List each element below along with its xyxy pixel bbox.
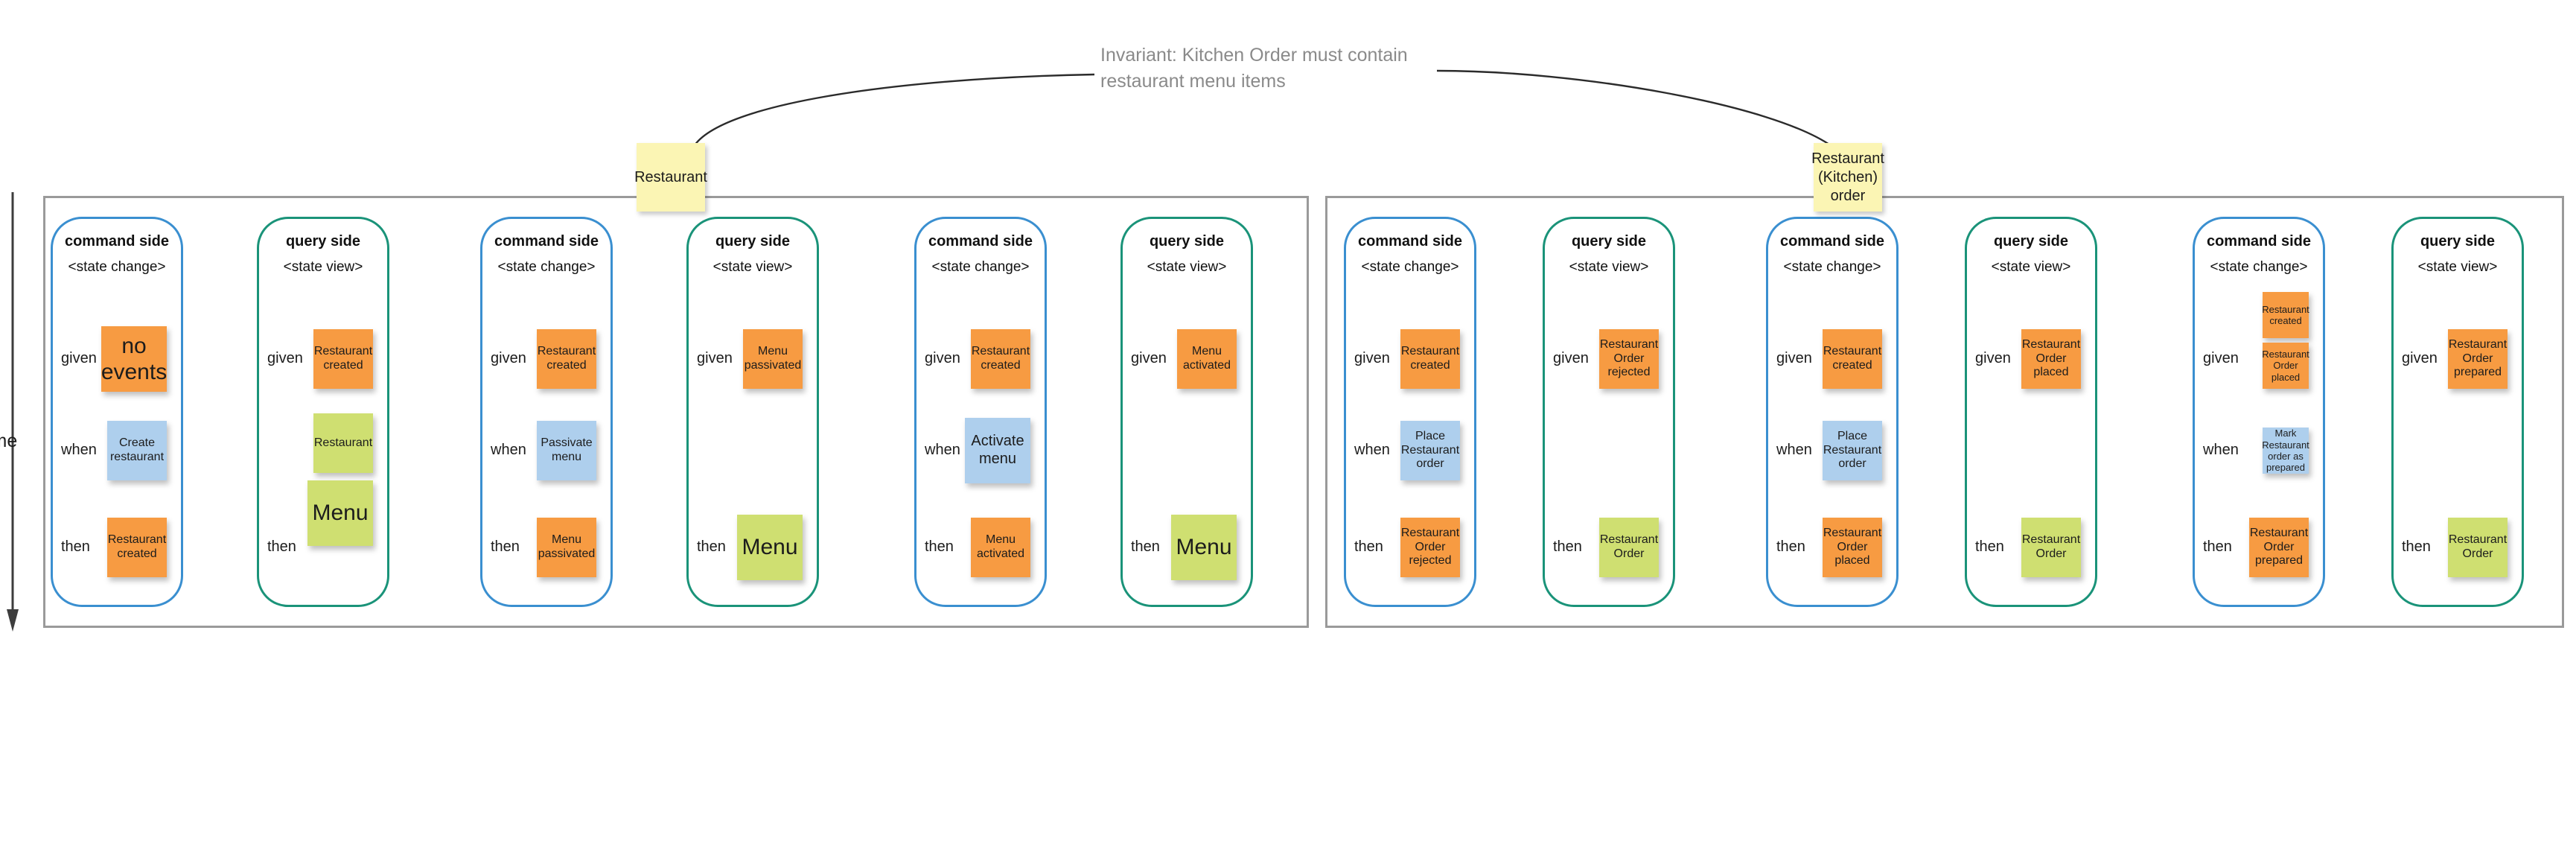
- sticky-note-event-restaurant-order-placed[interactable]: Restaurant Order placed: [1823, 518, 1882, 577]
- gherkin-label-then: then: [491, 538, 520, 555]
- gherkin-label-then: then: [1354, 538, 1383, 555]
- gherkin-label-then: then: [1975, 538, 2004, 555]
- gherkin-label-given: given: [1776, 350, 1812, 366]
- gherkin-label-given: given: [1354, 350, 1390, 366]
- sticky-note-event-restaurant-created[interactable]: Restaurant created: [1823, 329, 1882, 389]
- gherkin-label-when: when: [491, 442, 526, 458]
- sticky-note-event-menu-activated[interactable]: Menu activated: [971, 518, 1030, 577]
- gherkin-label-then: then: [697, 538, 726, 555]
- column-subtitle: <state change>: [497, 259, 596, 275]
- sticky-note-event-restaurant-order-prepared[interactable]: Restaurant Order prepared: [2448, 329, 2508, 389]
- sticky-note-event-menu-activated[interactable]: Menu activated: [1177, 329, 1237, 389]
- sticky-note-event-restaurant-order-placed[interactable]: Restaurant Order placed: [2262, 343, 2309, 389]
- gherkin-label-then: then: [1776, 538, 1805, 555]
- sticky-note-event-restaurant-order-rejected[interactable]: Restaurant Order rejected: [1599, 329, 1659, 389]
- invariant-connector-left: [691, 73, 1095, 150]
- aggregate-note-restaurant-kitchen-order[interactable]: Restaurant (Kitchen) order: [1811, 143, 1884, 212]
- column-subtitle: <state view>: [1147, 259, 1227, 275]
- column-title: query side: [2420, 233, 2496, 250]
- invariant-connectors: [691, 69, 1832, 150]
- column-title: query side: [1571, 233, 1647, 250]
- sticky-note-event-restaurant-created[interactable]: Restaurant created: [313, 329, 373, 389]
- column-subtitle: <state view>: [712, 259, 793, 275]
- column-title: command side: [1357, 233, 1463, 250]
- column-subtitle: <state change>: [931, 259, 1030, 275]
- gherkin-label-given: given: [2203, 350, 2239, 366]
- gherkin-label-given: given: [1975, 350, 2011, 366]
- gherkin-label-then: then: [61, 538, 90, 555]
- aggregate-note-restaurant[interactable]: Restaurant: [634, 143, 707, 212]
- sticky-note-event-restaurant-order-prepared[interactable]: Restaurant Order prepared: [2249, 518, 2309, 577]
- invariant-connector-right: [1436, 69, 1832, 147]
- gherkin-label-then: then: [925, 538, 954, 555]
- gherkin-label-given: given: [2402, 350, 2438, 366]
- sticky-note-view-restaurant-order[interactable]: Restaurant Order: [1599, 518, 1659, 577]
- sticky-note-command-activate-menu[interactable]: Activate menu: [965, 418, 1030, 483]
- sticky-note-command-mark-restaurant-order-as-prepared[interactable]: Mark Restaurant order as prepared: [2262, 428, 2309, 474]
- sticky-note-event-no-events[interactable]: no events: [101, 326, 167, 392]
- column-title: command side: [2206, 233, 2312, 250]
- sticky-note-event-restaurant-created[interactable]: Restaurant created: [971, 329, 1030, 389]
- gherkin-label-then: then: [1131, 538, 1160, 555]
- sticky-note-view-menu[interactable]: Menu: [737, 515, 803, 580]
- sticky-note-event-menu-passivated[interactable]: Menu passivated: [537, 518, 596, 577]
- sticky-note-event-restaurant-order-rejected[interactable]: Restaurant Order rejected: [1400, 518, 1460, 577]
- sticky-note-event-restaurant-created[interactable]: Restaurant created: [1400, 329, 1460, 389]
- invariant-annotation: Invariant: Kitchen Order must contain re…: [1100, 45, 1408, 92]
- gherkin-label-then: then: [2203, 538, 2232, 555]
- column-subtitle: <state change>: [1783, 259, 1881, 275]
- gherkin-label-given: given: [491, 350, 526, 366]
- column-subtitle: <state view>: [2417, 259, 2498, 275]
- sticky-note-command-create-restaurant[interactable]: Create restaurant: [107, 421, 167, 480]
- bounded-context-kitchen-order-container: [1325, 196, 2564, 628]
- gherkin-label-given: given: [925, 350, 960, 366]
- gherkin-label-given: given: [61, 350, 97, 366]
- gherkin-label-given: given: [1131, 350, 1167, 366]
- column-title: query side: [285, 233, 361, 250]
- sticky-note-event-restaurant-created[interactable]: Restaurant created: [2262, 292, 2309, 338]
- time-axis-label: time: [0, 430, 18, 451]
- sticky-note-event-restaurant-created[interactable]: Restaurant created: [107, 518, 167, 577]
- sticky-note-event-menu-passivated[interactable]: Menu passivated: [743, 329, 803, 389]
- gherkin-label-given: given: [697, 350, 733, 366]
- column-title: query side: [1149, 233, 1225, 250]
- time-axis-arrow: [7, 192, 19, 632]
- column-subtitle: <state view>: [1991, 259, 2071, 275]
- gherkin-label-when: when: [61, 442, 97, 458]
- column-title: command side: [494, 233, 599, 250]
- gherkin-label-then: then: [1553, 538, 1582, 555]
- gherkin-label-then: then: [2402, 538, 2431, 555]
- column-subtitle: <state change>: [68, 259, 166, 275]
- sticky-note-command-place-restaurant-order[interactable]: Place Restaurant order: [1823, 421, 1882, 480]
- gherkin-label-when: when: [925, 442, 960, 458]
- sticky-note-view-restaurant-order[interactable]: Restaurant Order: [2448, 518, 2508, 577]
- sticky-note-view-menu[interactable]: Menu: [307, 480, 373, 546]
- sticky-note-view-menu[interactable]: Menu: [1171, 515, 1237, 580]
- gherkin-label-given: given: [267, 350, 303, 366]
- column-title: query side: [1993, 233, 2069, 250]
- column-title: command side: [928, 233, 1033, 250]
- gherkin-label-given: given: [1553, 350, 1589, 366]
- sticky-note-command-place-restaurant-order[interactable]: Place Restaurant order: [1400, 421, 1460, 480]
- column-subtitle: <state change>: [2210, 259, 2308, 275]
- sticky-note-event-restaurant-order-placed[interactable]: Restaurant Order placed: [2021, 329, 2081, 389]
- column-subtitle: <state change>: [1361, 259, 1459, 275]
- gherkin-label-when: when: [1354, 442, 1390, 458]
- column-subtitle: <state view>: [1569, 259, 1649, 275]
- column-title: command side: [64, 233, 170, 250]
- gherkin-label-when: when: [1776, 442, 1812, 458]
- column-subtitle: <state view>: [283, 259, 363, 275]
- column-title: query side: [715, 233, 791, 250]
- bounded-context-restaurant-container: [43, 196, 1309, 628]
- column-title: command side: [1779, 233, 1885, 250]
- sticky-note-command-passivate-menu[interactable]: Passivate menu: [537, 421, 596, 480]
- sticky-note-view-restaurant-order[interactable]: Restaurant Order: [2021, 518, 2081, 577]
- sticky-note-view-restaurant[interactable]: Restaurant: [313, 413, 373, 473]
- sticky-note-event-restaurant-created[interactable]: Restaurant created: [537, 329, 596, 389]
- gherkin-label-then: then: [267, 538, 296, 555]
- gherkin-label-when: when: [2203, 442, 2239, 458]
